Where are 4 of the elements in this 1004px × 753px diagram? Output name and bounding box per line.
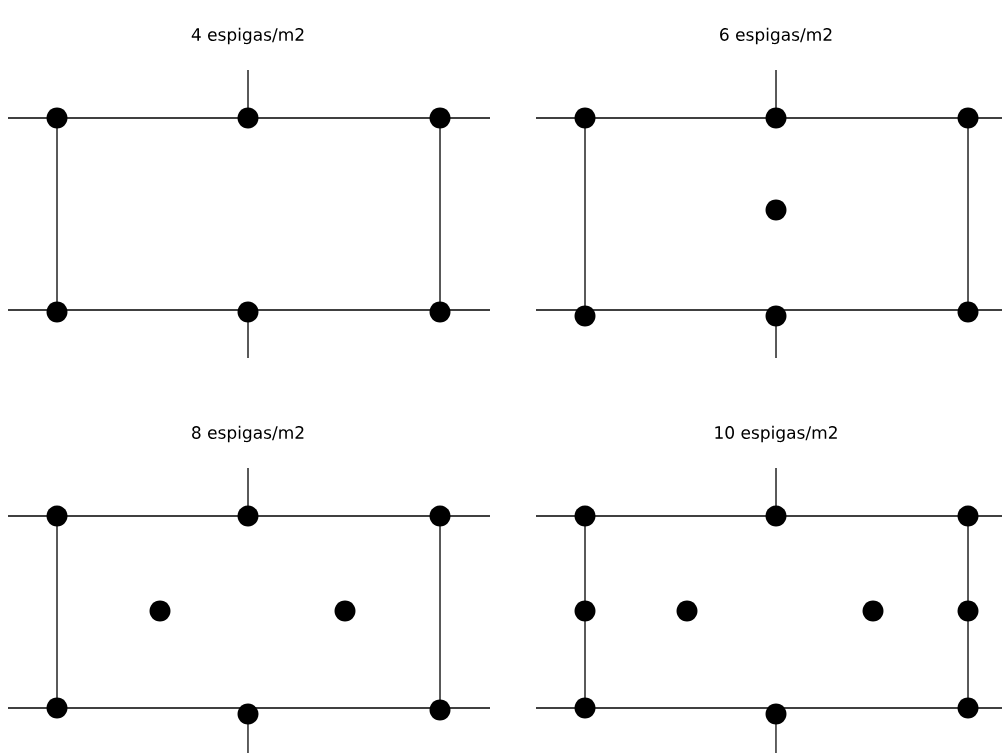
pattern-title: 10 espigas/m2: [715, 425, 837, 443]
pattern-title: 4 espigas/m2: [191, 27, 304, 45]
pattern-title: 8 espigas/m2: [192, 425, 304, 443]
pattern-title: 6 espigas/m2: [720, 27, 832, 45]
